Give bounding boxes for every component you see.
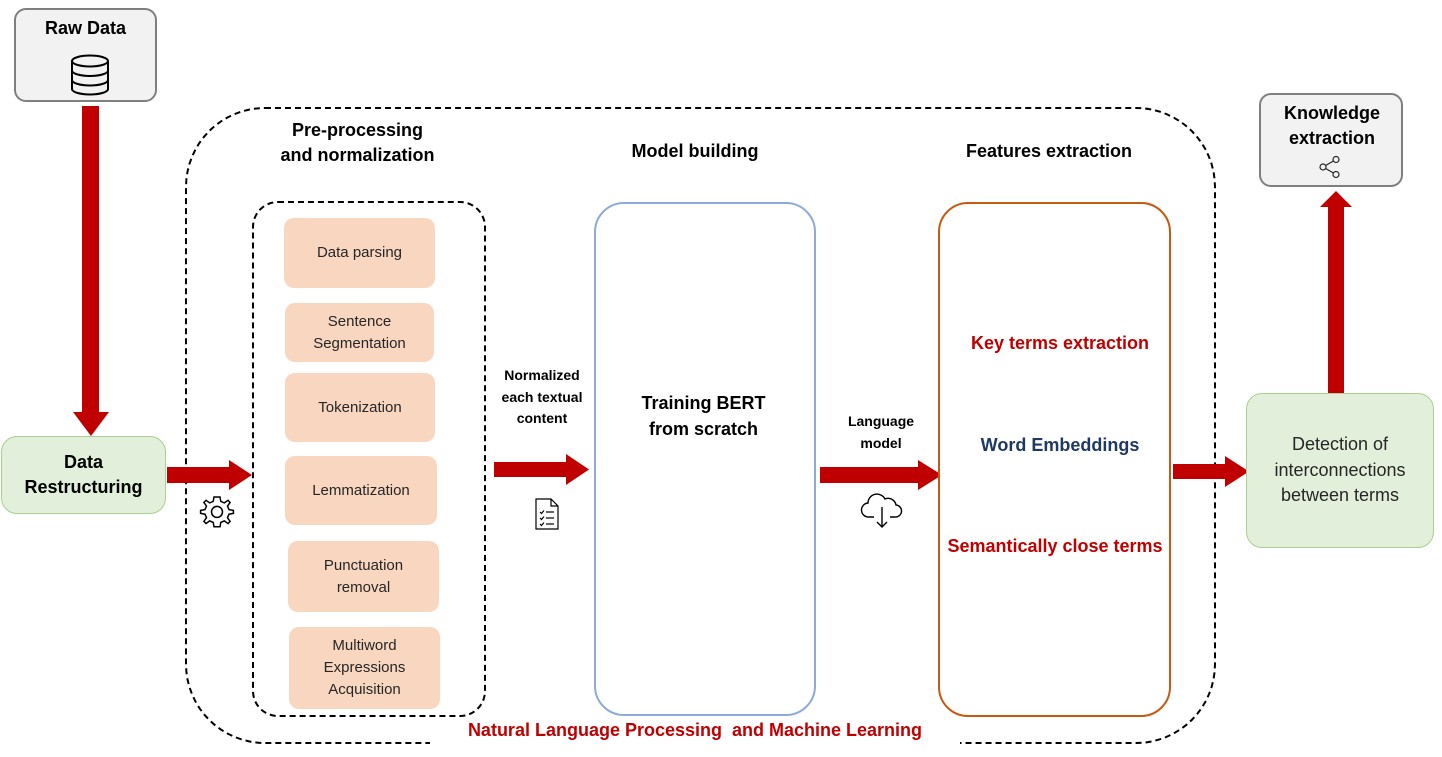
step-sentence-segmentation: Sentence Segmentation — [285, 303, 434, 362]
feature-semantically-close: Semantically close terms — [947, 536, 1163, 556]
data-restructuring-label: Data Restructuring — [24, 452, 143, 497]
gear-icon — [199, 494, 235, 530]
feature-key-terms: Key terms extraction — [970, 333, 1150, 353]
document-checklist-icon — [533, 498, 561, 530]
arrow-restructuring-to-preprocessing — [167, 459, 253, 498]
detection-box: Detection of interconnections between te… — [1246, 393, 1434, 548]
step-label: Sentence Segmentation — [313, 312, 406, 352]
step-label: Punctuation removal — [323, 556, 404, 596]
data-restructuring-box: Data Restructuring — [1, 436, 166, 514]
step-punctuation-removal: Punctuation removal — [288, 541, 439, 612]
step-label: Tokenization — [318, 398, 402, 416]
detection-label: Detection of interconnections between te… — [1274, 434, 1406, 506]
cloud-download-icon — [860, 493, 904, 529]
arrow-features-to-detection — [1173, 455, 1251, 494]
features-extraction-heading: Features extraction — [965, 141, 1133, 161]
step-label: Multiword Expressions Acquisition — [323, 637, 406, 698]
arrow-model-to-features — [820, 459, 944, 498]
arrow-preprocessing-to-model — [494, 453, 590, 492]
preprocessing-heading: Pre-processing and normalization — [280, 120, 435, 165]
step-multiword-expressions: Multiword Expressions Acquisition — [289, 627, 440, 709]
nlp-ml-label: Natural Language Processing and Machine … — [430, 720, 960, 744]
feature-word-embeddings: Word Embeddings — [980, 435, 1140, 455]
arrow-detection-to-knowledge — [1319, 190, 1353, 399]
training-bert-label: Training BERT from scratch — [641, 393, 766, 439]
knowledge-extraction-box: Knowledge extraction — [1259, 93, 1403, 187]
step-label: Data parsing — [316, 244, 403, 261]
raw-data-label: Raw Data — [44, 18, 127, 38]
normalized-label: Normalized each textual content — [501, 367, 583, 426]
knowledge-extraction-label: Knowledge extraction — [1283, 103, 1380, 148]
raw-data-box: Raw Data — [14, 8, 157, 102]
language-model-label: Language model — [847, 413, 915, 451]
step-label: Lemmatization — [312, 481, 410, 499]
database-icon — [70, 54, 110, 96]
model-building-box: Training BERT from scratch — [594, 202, 816, 716]
features-extraction-box: Key terms extraction Word Embeddings Sem… — [938, 202, 1171, 717]
preprocessing-container — [252, 201, 486, 717]
arrow-raw-to-restructuring — [72, 106, 110, 443]
step-lemmatization: Lemmatization — [285, 456, 437, 525]
step-data-parsing: Data parsing — [284, 218, 435, 288]
model-building-heading: Model building — [631, 141, 759, 161]
share-icon — [1318, 155, 1342, 179]
step-tokenization: Tokenization — [285, 373, 435, 442]
